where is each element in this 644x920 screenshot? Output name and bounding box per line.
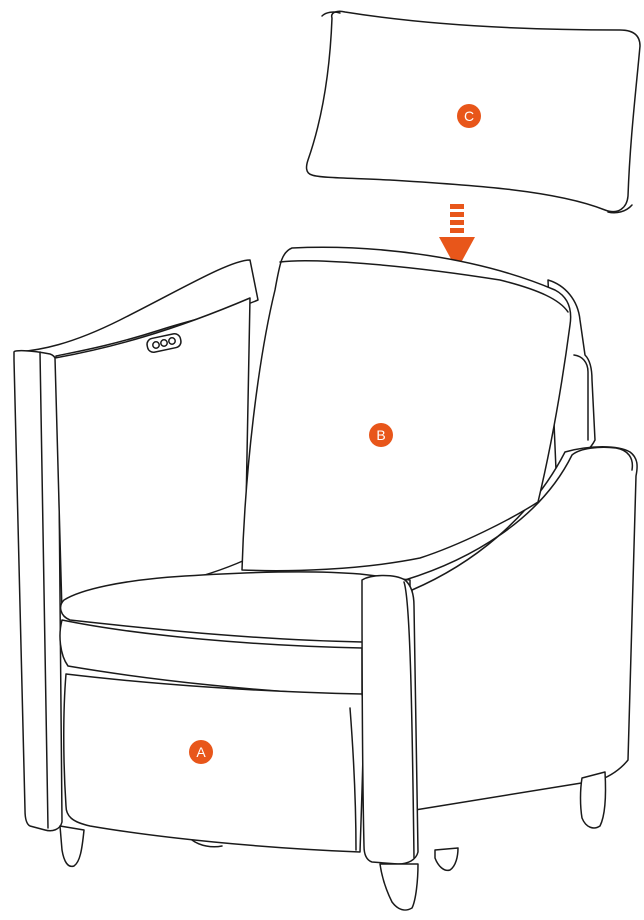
callout-a-label: A — [196, 744, 206, 760]
callout-c: C — [457, 104, 481, 128]
recliner — [14, 247, 637, 910]
callout-c-label: C — [464, 108, 474, 124]
callout-a: A — [189, 740, 213, 764]
callout-b-label: B — [376, 427, 385, 443]
callout-b: B — [369, 423, 393, 447]
